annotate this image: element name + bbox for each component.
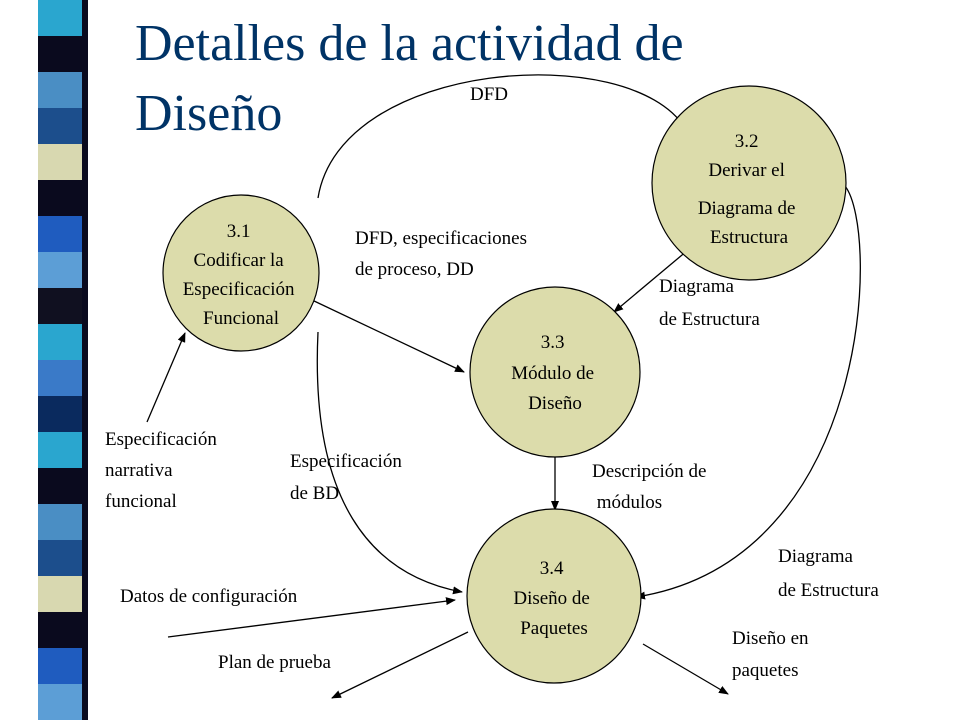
label-structure-diagram-2b: de Estructura: [778, 580, 879, 601]
stripe-segment: [38, 0, 82, 36]
decorative-stripe: [38, 0, 88, 720]
svg-text:3.1 Codificar la E: 3.1 Codificar la Especificación Funciona…: [183, 221, 300, 329]
process-node-3-3: 3.3 Módulo de Diseño: [469, 286, 641, 458]
label-db-spec-2: de BD: [290, 483, 340, 504]
process-node-3-4: 3.4 Diseño de Paquetes: [466, 508, 642, 684]
stripe-segment: [38, 360, 82, 396]
stripe-segment: [38, 576, 82, 612]
label-dfd: DFD: [470, 84, 509, 105]
flow-db-spec-arrow: [316, 331, 463, 595]
label-package-design-2: paquetes: [732, 660, 799, 681]
label-test-plan: Plan de prueba: [218, 652, 331, 673]
slide-title-line-1: Detalles de la actividad de: [135, 15, 684, 72]
svg-text:3.3 Módulo de Dise: 3.3 Módulo de Diseño: [511, 332, 599, 414]
label-module-desc-1: Descripción de: [592, 461, 707, 482]
label-structure-diagram-1b: de Estructura: [659, 309, 760, 330]
stripe-segment: [38, 648, 82, 684]
stripe-segment: [38, 288, 82, 324]
stripe-segment: [38, 144, 82, 180]
stripe-segment: [38, 216, 82, 252]
label-structure-diagram-1a: Diagrama: [659, 276, 734, 297]
process-node-3-1: 3.1 Codificar la Especificación Funciona…: [162, 194, 320, 352]
stripe-segment: [38, 432, 82, 468]
stripe-segment: [38, 540, 82, 576]
stripe-segment: [38, 252, 82, 288]
label-narrative-spec-3: funcional: [105, 491, 177, 512]
stripe-segment: [38, 468, 82, 504]
stripe-segment: [38, 324, 82, 360]
process-node-3-2: 3.2 Derivar el Diagrama de Estructura: [651, 85, 847, 281]
flow-narrative-arrow: [146, 332, 186, 423]
stripe-segment: [38, 72, 82, 108]
stripe-edge: [82, 0, 88, 720]
label-db-spec-1: Especificación: [290, 451, 402, 472]
flow-config-data-arrow: [167, 597, 456, 638]
label-package-design-1: Diseño en: [732, 628, 809, 649]
label-narrative-spec-2: narrativa: [105, 460, 173, 481]
flow-struct-to-module-arrow: [613, 249, 689, 313]
stripe-segment: [38, 612, 82, 648]
slide-title-line-2: Diseño: [135, 85, 283, 142]
flow-struct-to-packages-arrow: [635, 185, 861, 600]
label-narrative-spec-1: Especificación: [105, 429, 217, 450]
flow-dfd-arrow: [317, 74, 686, 199]
flow-package-design-arrow: [642, 643, 729, 695]
stripe-segment: [38, 108, 82, 144]
label-module-desc-2: módulos: [592, 492, 663, 513]
label-structure-diagram-2a: Diagrama: [778, 546, 853, 567]
stripe-segment: [38, 504, 82, 540]
label-config-data: Datos de configuración: [120, 586, 298, 607]
label-dfd-spec-line-1: DFD, especificaciones: [355, 228, 527, 249]
svg-text:3.2 Derivar el Dia: 3.2 Derivar el Diagrama de Estructura: [698, 131, 800, 248]
stripe-segment: [38, 36, 82, 72]
flow-test-plan-arrow: [331, 631, 469, 699]
label-dfd-spec-line-2: de proceso, DD: [355, 259, 474, 280]
stripe-segment: [38, 180, 82, 216]
svg-text:3.4 Diseño de Paqu: 3.4 Diseño de Paquetes: [513, 558, 594, 639]
flow-dfd-spec-arrow: [311, 299, 465, 373]
stripe-segment: [38, 684, 82, 720]
stripe-segment: [38, 396, 82, 432]
